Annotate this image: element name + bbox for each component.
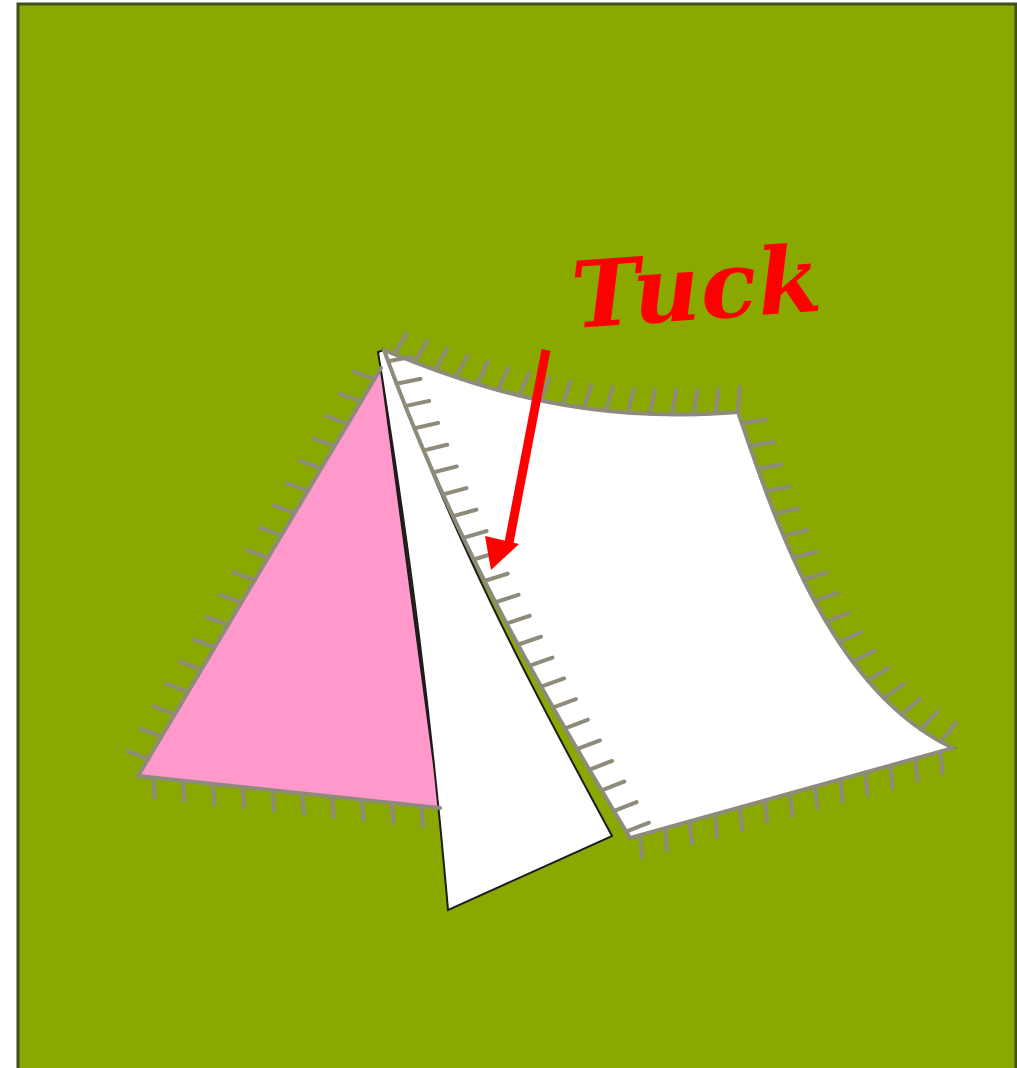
stitch-tick <box>421 806 423 826</box>
stitch-tick <box>915 758 917 780</box>
stitch-tick <box>665 828 667 850</box>
stitch-tick <box>765 800 767 822</box>
stitch-tick <box>890 765 892 787</box>
stitch-tick <box>640 835 642 857</box>
stitch-tick <box>183 781 185 801</box>
stitch-tick <box>815 786 817 808</box>
stitch-tick <box>362 800 364 820</box>
stitch-tick <box>940 751 942 773</box>
stitch-tick <box>716 389 719 413</box>
stitch-tick <box>332 797 334 817</box>
stitch-tick <box>865 772 867 794</box>
stitch-tick <box>690 821 692 843</box>
stitch-tick <box>242 787 244 807</box>
stitch-tick <box>715 814 717 836</box>
stitch-tick <box>392 803 394 823</box>
tuck-label: Tuck <box>568 225 826 350</box>
stitch-tick <box>302 793 304 813</box>
stitch-tick <box>840 779 842 801</box>
stitch-tick <box>272 790 274 810</box>
stitch-tick <box>153 778 155 798</box>
stitch-tick <box>213 784 215 804</box>
stitch-tick <box>790 793 792 815</box>
stitch-tick <box>740 807 742 829</box>
stitch-tick <box>738 388 740 412</box>
